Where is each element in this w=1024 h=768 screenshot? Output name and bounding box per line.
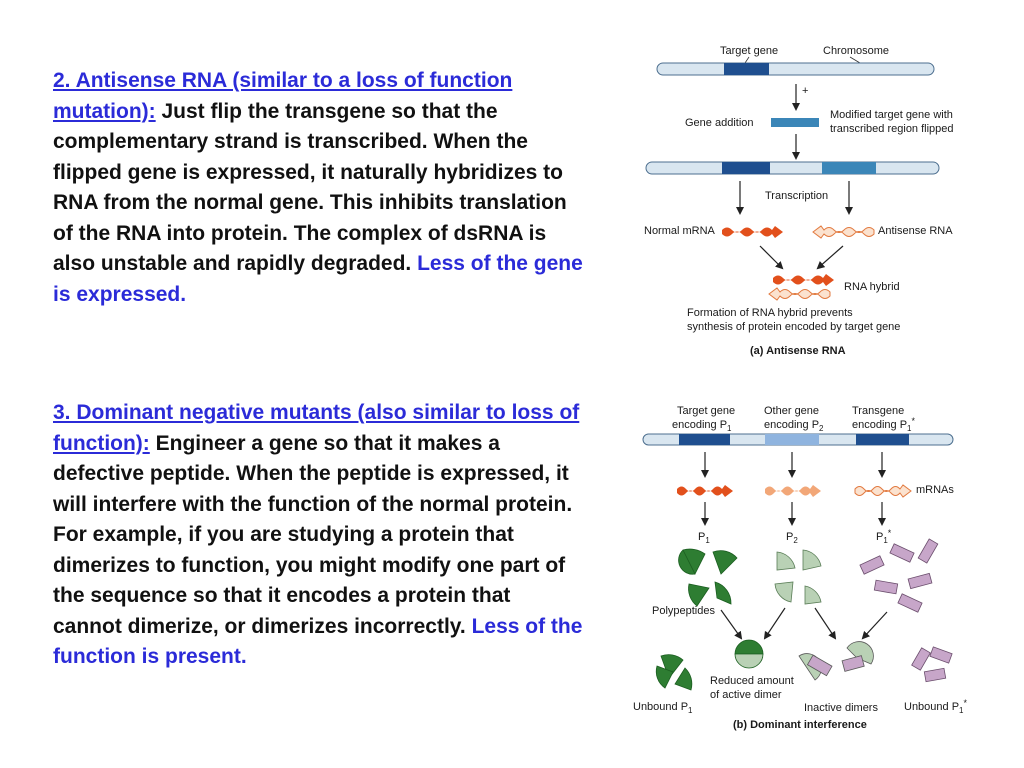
label-other-gene: Other gene bbox=[764, 405, 819, 417]
label-encoding-p1-star: encoding P1* bbox=[852, 416, 916, 433]
label-transcription: Transcription bbox=[765, 190, 828, 202]
polypeptides-p1 bbox=[678, 548, 738, 607]
section-antisense: 2. Antisense RNA (similar to a loss of f… bbox=[53, 66, 583, 310]
label-p2: P2 bbox=[786, 531, 798, 545]
antisense-rna-figure: Target gene Chromosome + Gene addition M… bbox=[644, 45, 954, 357]
target-gene-segment bbox=[724, 63, 769, 75]
chromosome-bar-modified bbox=[645, 161, 940, 175]
section-dominant-body: Engineer a gene so that it makes a defec… bbox=[53, 431, 573, 638]
antisense-rna-wave bbox=[812, 225, 875, 239]
label-transgene: Transgene bbox=[852, 405, 904, 417]
arrow-p2-dimer bbox=[763, 607, 786, 640]
label-polypeptides: Polypeptides bbox=[652, 605, 715, 617]
arrow-p1star-inactive bbox=[861, 611, 888, 640]
gene-p1-star-segment bbox=[856, 434, 909, 445]
label-encoding-p2: encoding P2 bbox=[764, 419, 824, 433]
label-formation-2: synthesis of protein encoded by target g… bbox=[687, 321, 900, 333]
caption-dominant-interference: (b) Dominant interference bbox=[733, 719, 867, 731]
arrow-p2-inactive bbox=[814, 607, 837, 640]
plus-sign: + bbox=[802, 85, 808, 97]
hybrid-antisense-strand bbox=[768, 287, 831, 301]
normal-mrna-wave bbox=[722, 226, 783, 238]
flipped-gene-insert bbox=[771, 118, 819, 127]
section-dominant-negative: 3. Dominant negative mutants (also simil… bbox=[53, 398, 583, 673]
gene-p2-segment bbox=[765, 434, 819, 445]
label-antisense-rna: Antisense RNA bbox=[878, 225, 953, 237]
section-dominant-heading[interactable]: 3. Dominant negative mutants (also simil… bbox=[53, 401, 580, 455]
polypeptides-p1-star bbox=[859, 538, 939, 613]
label-encoding-p1: encoding P1 bbox=[672, 419, 732, 433]
arrow-hybrid-left bbox=[759, 245, 784, 270]
label-inactive-dimers: Inactive dimers bbox=[804, 702, 878, 714]
label-reduced-2: of active dimer bbox=[710, 689, 782, 701]
label-unbound-p1: Unbound P1 bbox=[633, 701, 693, 715]
flipped-gene-segment bbox=[822, 162, 876, 174]
hybrid-sense-strand bbox=[773, 274, 834, 286]
label-modified-1: Modified target gene with bbox=[830, 109, 953, 121]
section-dominant-conclusion: Less of the function is present. bbox=[53, 614, 583, 669]
label-modified-2: transcribed region flipped bbox=[830, 123, 954, 135]
unbound-p1-star-group bbox=[911, 646, 953, 683]
label-normal-mrna: Normal mRNA bbox=[644, 225, 716, 237]
arrow-hybrid-right bbox=[816, 245, 844, 270]
mrna-p2 bbox=[765, 485, 821, 497]
label-target-gene: Target gene bbox=[720, 45, 778, 57]
label-chromosome: Chromosome bbox=[823, 45, 889, 57]
chromosome-bar-top bbox=[656, 62, 935, 76]
gene-p1-segment bbox=[679, 434, 730, 445]
label-target-gene-b: Target gene bbox=[677, 405, 735, 417]
mrna-p1-star bbox=[854, 484, 912, 498]
active-dimer bbox=[734, 639, 764, 669]
normal-gene-segment bbox=[722, 162, 770, 174]
label-p1: P1 bbox=[698, 531, 710, 545]
label-mrnas: mRNAs bbox=[916, 484, 954, 496]
label-formation-1: Formation of RNA hybrid prevents bbox=[687, 307, 853, 319]
caption-antisense: (a) Antisense RNA bbox=[750, 345, 846, 357]
label-reduced-1: Reduced amount bbox=[710, 675, 794, 687]
label-p1-star: P1* bbox=[876, 528, 892, 545]
section-antisense-heading[interactable]: 2. Antisense RNA (similar to a loss of f… bbox=[53, 69, 513, 123]
polypeptides-p2 bbox=[774, 549, 822, 605]
section-antisense-body: Just flip the transgene so that the comp… bbox=[53, 99, 567, 276]
mrna-p1 bbox=[677, 485, 733, 497]
dominant-interference-figure: Target gene encoding P1 Other gene encod… bbox=[633, 405, 968, 731]
label-unbound-p1-star: Unbound P1* bbox=[904, 698, 968, 715]
unbound-p1-group bbox=[655, 654, 693, 691]
label-gene-addition: Gene addition bbox=[685, 117, 754, 129]
inactive-dimers bbox=[798, 641, 874, 681]
arrow-p1-dimer bbox=[720, 609, 743, 640]
section-antisense-conclusion: Less of the gene is expressed. bbox=[53, 252, 583, 306]
label-rna-hybrid: RNA hybrid bbox=[844, 281, 900, 293]
